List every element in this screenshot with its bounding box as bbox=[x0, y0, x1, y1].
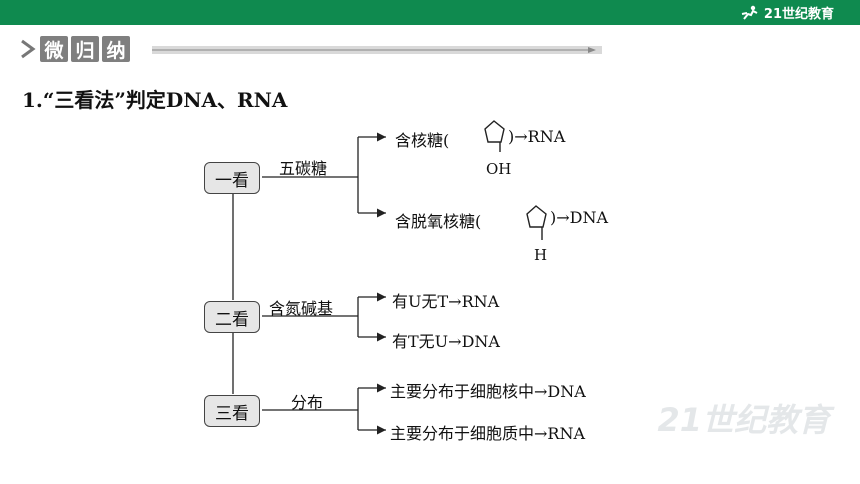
node-look-3: 三看 bbox=[204, 395, 260, 427]
brand-text: 21世纪教育 bbox=[763, 7, 834, 22]
section-char-3: 纳 bbox=[102, 36, 130, 62]
result-ribose-a: 含核糖( bbox=[395, 131, 450, 150]
result-deoxyribose-b: )→DNA bbox=[550, 208, 609, 227]
node-look-1: 一看 bbox=[204, 162, 260, 194]
page-title: 1.“三看法”判定DNA、RNA bbox=[22, 88, 288, 112]
runner-icon bbox=[741, 5, 758, 20]
result-cytoplasm-rna: 主要分布于细胞质中→RNA bbox=[390, 424, 586, 443]
result-ribose-b: )→RNA bbox=[508, 127, 566, 146]
chevron-right-icon bbox=[21, 39, 36, 59]
section-char-1: 微 bbox=[40, 36, 68, 62]
deoxyribose-h-label: H bbox=[534, 246, 548, 264]
result-base-dna: 有T无U→DNA bbox=[392, 332, 500, 351]
criterion-distribution: 分布 bbox=[291, 393, 324, 412]
ribose-oh-label: OH bbox=[486, 160, 512, 178]
pentagon-deoxyribose-icon bbox=[526, 205, 547, 228]
section-char-2: 归 bbox=[71, 36, 99, 62]
pentagon-ribose-icon bbox=[484, 120, 505, 143]
section-underline-arrow bbox=[152, 46, 602, 54]
result-base-rna: 有U无T→RNA bbox=[392, 292, 500, 311]
node-look-2: 二看 bbox=[204, 301, 260, 333]
section-heading: 微 归 纳 bbox=[18, 36, 133, 62]
result-deoxyribose-a: 含脱氧核糖( bbox=[395, 212, 482, 231]
criterion-base: 含氮碱基 bbox=[269, 299, 334, 318]
watermark: 21世纪教育 bbox=[657, 401, 830, 439]
result-nucleus-dna: 主要分布于细胞核中→DNA bbox=[390, 382, 586, 401]
criterion-sugar: 五碳糖 bbox=[279, 159, 328, 178]
brand-logo: 21世纪教育 bbox=[740, 3, 834, 22]
top-bar: 21世纪教育 bbox=[0, 0, 860, 25]
